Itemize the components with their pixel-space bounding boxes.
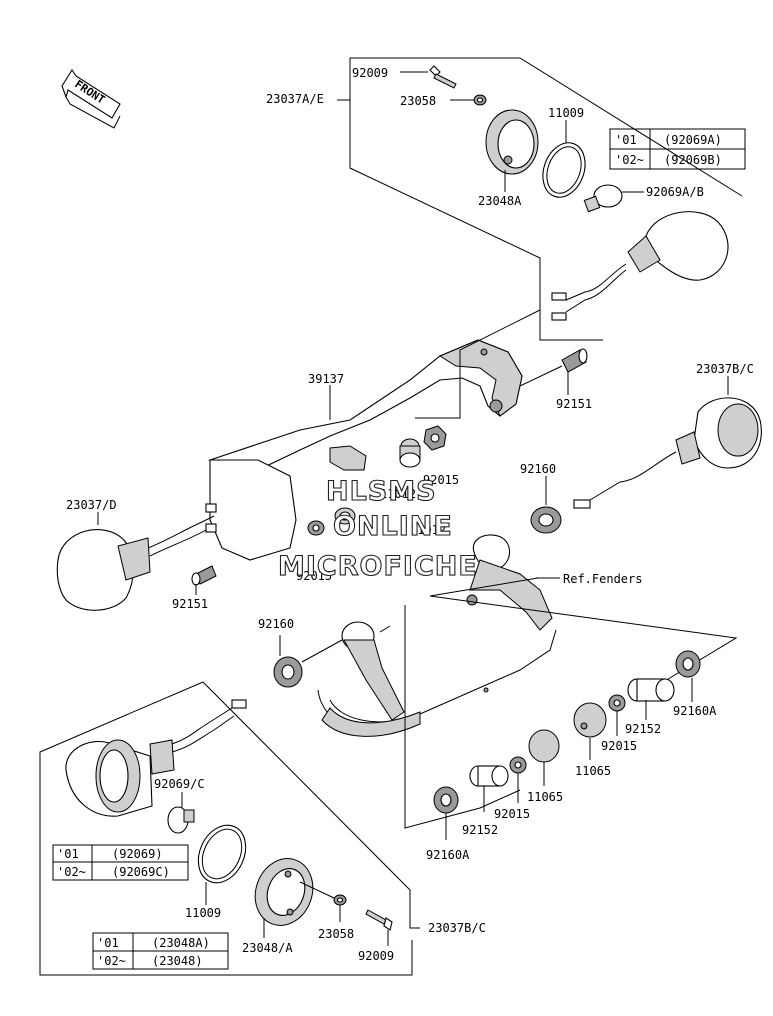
table-top-r1c2: (92069A) xyxy=(664,133,722,147)
table-low-r1c1: '01 xyxy=(97,936,119,950)
label-92151-left: 92151 xyxy=(172,597,208,611)
label-92151-right: 92151 xyxy=(556,397,592,411)
nut-23058-low xyxy=(299,881,347,922)
bracket-23037ae xyxy=(349,57,743,197)
label-92009-low: 92009 xyxy=(358,949,394,963)
lens-23048a-low xyxy=(254,858,314,938)
label-ref-fenders: Ref.Fenders xyxy=(563,572,642,586)
label-92015-mid: 92015 xyxy=(423,473,459,487)
cap-11065-mid xyxy=(528,729,560,786)
year-table-top: '01 (92069A) '02~ (92069B) xyxy=(609,128,746,170)
label-11009-top: 11009 xyxy=(548,106,584,120)
watermark: HLSMS ONLINE MICROFICHE xyxy=(277,475,478,582)
label-92009-top: 92009 xyxy=(352,66,388,80)
grommet-92160-left xyxy=(273,635,343,688)
label-11009-low: 11009 xyxy=(185,906,221,920)
turn-signal-23037bc-right xyxy=(573,376,762,509)
nut-92015-mid xyxy=(423,425,447,451)
table-low-r1c2: (23048A) xyxy=(152,936,210,950)
grommet-92160a-right xyxy=(675,650,701,702)
label-92160a-right: 92160A xyxy=(673,704,717,718)
collar-92152-low xyxy=(469,765,509,812)
label-23037ae: 23037A/E xyxy=(266,92,324,106)
cap-11065-right xyxy=(573,702,607,760)
label-11012-a: 11012 xyxy=(380,487,416,501)
watermark-line-3: MICROFICHE xyxy=(278,551,478,582)
grommet-92160a-low xyxy=(433,786,459,840)
table-top-r1c1: '01 xyxy=(615,133,637,147)
table-mid-r1c1: '01 xyxy=(57,847,79,861)
label-92015-right: 92015 xyxy=(601,739,637,753)
table-mid-r2c1: '02~ xyxy=(57,865,86,879)
lens-23048a xyxy=(485,109,539,192)
nut-23058-top xyxy=(450,94,487,106)
collar-92152-right xyxy=(627,678,675,720)
label-11065-mid: 11065 xyxy=(527,790,563,804)
label-23037d: 23037/D xyxy=(66,498,117,512)
screw-92009-top xyxy=(400,65,457,89)
year-table-mid: '01 (92069) '02~ (92069C) xyxy=(52,844,189,881)
bolt-92151-left xyxy=(191,565,217,595)
bolt-92151-right xyxy=(519,348,588,395)
table-low-r2c1: '02~ xyxy=(97,954,126,968)
label-23048a-low: 23048/A xyxy=(242,941,293,955)
label-23058-top: 23058 xyxy=(400,94,436,108)
watermark-line-1: HLSMS xyxy=(326,476,437,507)
front-arrow-icon: FRONT xyxy=(61,68,121,129)
screw-92009-low xyxy=(365,909,393,946)
label-23037bc-top: 23037B/C xyxy=(696,362,754,376)
spacer-11012-left xyxy=(334,507,356,525)
label-92152-low: 92152 xyxy=(462,823,498,837)
label-92069ab: 92069A/B xyxy=(646,185,704,199)
label-92160-left: 92160 xyxy=(258,617,294,631)
label-92152-right: 92152 xyxy=(625,722,661,736)
label-92160-mid: 92160 xyxy=(520,462,556,476)
gasket-11009-top xyxy=(542,120,586,198)
label-23048a: 23048A xyxy=(478,194,522,208)
bulb-92069ab xyxy=(583,184,644,213)
label-39137: 39137 xyxy=(308,372,344,386)
strut-left xyxy=(341,621,405,721)
label-23037bc-low: 23037B/C xyxy=(428,921,486,935)
table-low-r2c2: (23048) xyxy=(152,954,203,968)
label-92069c: 92069/C xyxy=(154,777,205,791)
bracket-23037bc-low xyxy=(39,681,413,976)
grommet-92160-mid xyxy=(530,476,562,534)
turn-signal-23037d-left xyxy=(56,503,217,611)
fender-bracket xyxy=(317,534,557,737)
gasket-11009-low xyxy=(197,824,247,905)
nut-92015-low xyxy=(509,756,527,803)
label-11065-right: 11065 xyxy=(575,764,611,778)
nut-92015-right xyxy=(608,694,626,736)
label-92015-low: 92015 xyxy=(494,807,530,821)
bulb-92069c xyxy=(167,792,195,834)
label-92015-left: 92015 xyxy=(296,569,332,583)
watermark-line-2: ONLINE xyxy=(333,511,453,542)
nut-92015-left xyxy=(307,520,325,536)
table-top-r2c1: '02~ xyxy=(615,153,644,167)
turn-signal-housing-top xyxy=(551,211,729,321)
label-92160a-low: 92160A xyxy=(426,848,470,862)
table-top-r2c2: (92069B) xyxy=(664,153,722,167)
year-table-low: '01 (23048A) '02~ (23048) xyxy=(92,932,229,970)
table-mid-r1c2: (92069) xyxy=(112,847,163,861)
turn-signal-housing-low xyxy=(65,699,247,817)
label-11012-b: 11012 xyxy=(410,523,446,537)
spacer-11012 xyxy=(399,438,421,468)
label-23058-low: 23058 xyxy=(318,927,354,941)
table-mid-r2c2: (92069C) xyxy=(112,865,170,879)
